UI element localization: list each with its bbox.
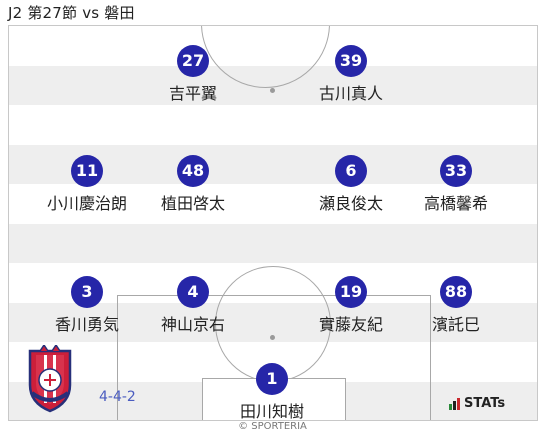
center-spot — [270, 88, 275, 93]
player-card[interactable]: 88 濱託巳 — [396, 276, 516, 335]
player-card[interactable]: 11 小川慶治朗 — [27, 155, 147, 214]
player-card[interactable]: 4 神山京右 — [133, 276, 253, 335]
player-number: 48 — [177, 155, 209, 187]
player-name: 小川慶治朗 — [46, 194, 127, 213]
player-card[interactable]: 48 植田啓太 — [133, 155, 253, 214]
player-number: 11 — [71, 155, 103, 187]
stats-bars-icon — [449, 397, 460, 410]
player-name: 濱託巳 — [431, 315, 480, 334]
team-crest-icon — [28, 345, 72, 413]
player-number: 88 — [440, 276, 472, 308]
player-card[interactable]: 27 吉平翼 — [133, 45, 253, 104]
player-name: 瀬良俊太 — [318, 194, 383, 213]
player-number: 39 — [335, 45, 367, 77]
player-name: 實藤友紀 — [318, 315, 383, 334]
player-card[interactable]: 19 實藤友紀 — [291, 276, 411, 335]
player-card[interactable]: 33 高橋馨希 — [396, 155, 516, 214]
player-name: 香川勇気 — [54, 315, 119, 334]
match-title: J2 第27節 vs 磐田 — [8, 4, 135, 22]
copyright: © SPORTERIA — [238, 421, 307, 432]
player-number: 6 — [335, 155, 367, 187]
penalty-area — [117, 295, 431, 420]
player-card[interactable]: 3 香川勇気 — [27, 276, 147, 335]
pitch-stripe — [9, 224, 537, 263]
stats-logo: STATs — [449, 396, 505, 411]
penalty-spot — [270, 335, 275, 340]
player-name: 田川知樹 — [239, 402, 304, 421]
formation-label: 4-4-2 — [99, 389, 136, 405]
pitch — [8, 25, 538, 421]
player-name: 高橋馨希 — [423, 194, 488, 213]
player-name: 植田啓太 — [160, 194, 225, 213]
player-number: 1 — [256, 363, 288, 395]
player-number: 27 — [177, 45, 209, 77]
player-number: 3 — [71, 276, 103, 308]
player-card[interactable]: 39 古川真人 — [291, 45, 411, 104]
player-card[interactable]: 1 田川知樹 — [212, 363, 332, 422]
player-name: 吉平翼 — [168, 84, 217, 103]
player-number: 4 — [177, 276, 209, 308]
stats-logo-text: STATs — [464, 396, 506, 411]
player-card[interactable]: 6 瀬良俊太 — [291, 155, 411, 214]
player-number: 19 — [335, 276, 367, 308]
player-name: 古川真人 — [318, 84, 383, 103]
player-number: 33 — [440, 155, 472, 187]
player-name: 神山京右 — [160, 315, 225, 334]
